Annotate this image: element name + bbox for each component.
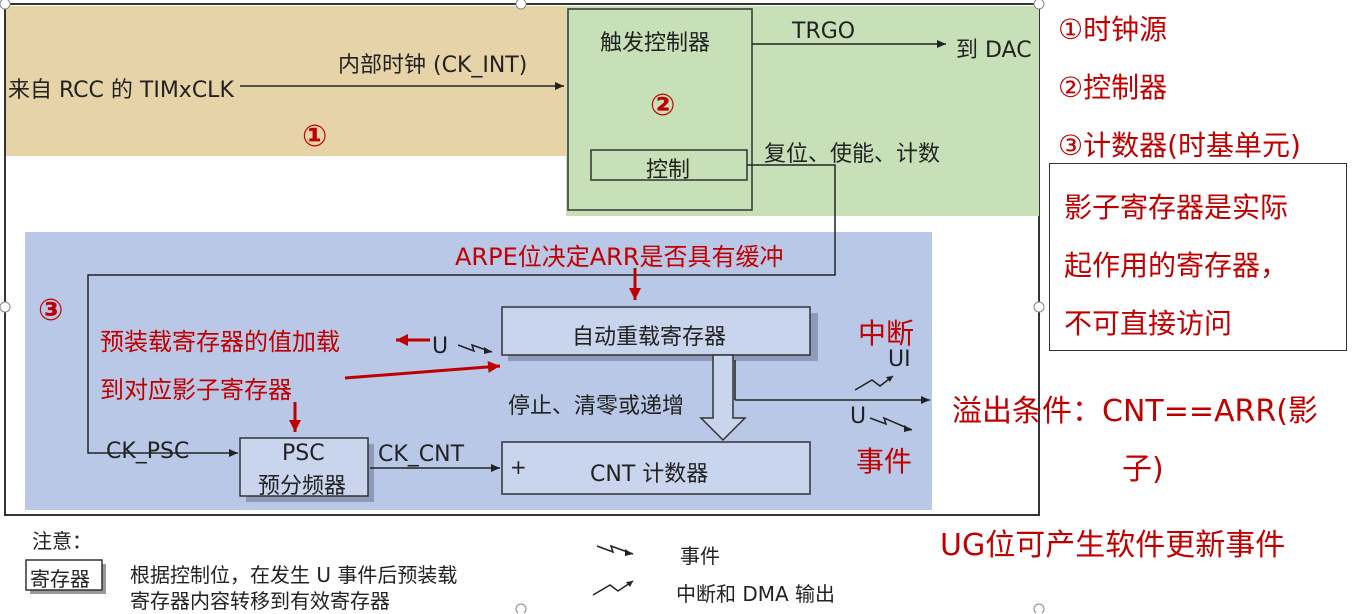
psc-box xyxy=(239,437,369,497)
clock-source-region xyxy=(6,6,568,156)
shadow-register-note: 影子寄存器是实际 起作用的寄存器， 不可直接访问 xyxy=(1049,163,1347,351)
control-wire xyxy=(87,164,836,457)
overflow-condition-line2: 子) xyxy=(1122,452,1164,487)
ui-label: UI xyxy=(888,347,911,372)
trgo-label: TRGO xyxy=(792,19,856,44)
region-3-number: ③ xyxy=(38,293,64,328)
legend-register-sample: 寄存器 xyxy=(30,567,90,591)
reset-enable-label: 复位、使能、计数 xyxy=(764,142,941,167)
preload-note-line2: 到对应影子寄存器 xyxy=(100,376,292,404)
event-label: 事件 xyxy=(856,445,913,478)
ck-psc-label: CK_PSC xyxy=(106,439,190,464)
side-note-controller: ②控制器 xyxy=(1058,71,1168,104)
legend-event-icon xyxy=(596,544,634,555)
arpe-note: ARPE位决定ARR是否具有缓冲 xyxy=(455,243,784,271)
clock-input-label: 来自 RCC 的 TIMxCLK xyxy=(8,78,234,103)
preload-note-line1: 预装载寄存器的值加载 xyxy=(100,328,340,356)
arr-box xyxy=(501,306,811,356)
cnt-plus: + xyxy=(510,455,527,479)
dac-label: 到 DAC xyxy=(956,38,1032,63)
region-1-number: ① xyxy=(302,119,328,154)
internal-clock-label: 内部时钟 (CK_INT) xyxy=(338,53,528,78)
overflow-condition-line1: 溢出条件：CNT==ARR(影 xyxy=(952,394,1318,429)
shadow-note-line1: 影子寄存器是实际 xyxy=(1064,191,1289,224)
shadow-arrow xyxy=(344,360,501,380)
legend-register-desc-1: 根据控制位，在发生 U 事件后预装载 xyxy=(130,563,458,587)
controller-region xyxy=(566,6,1039,216)
psc-box-line1: PSC xyxy=(282,441,325,466)
region-2-number: ② xyxy=(650,88,676,123)
trigger-controller-title: 触发控制器 xyxy=(600,31,711,56)
control-box-label: 控制 xyxy=(646,158,691,183)
interrupt-label: 中断 xyxy=(858,317,915,350)
shadow-note-line3: 不可直接访问 xyxy=(1064,307,1233,340)
psc-box-line2: 预分频器 xyxy=(258,474,347,499)
arr-box-label: 自动重载寄存器 xyxy=(572,325,727,350)
ug-note: UG位可产生软件更新事件 xyxy=(940,528,1286,563)
ck-cnt-label: CK_CNT xyxy=(378,442,465,467)
interrupt-arrow-icon xyxy=(854,375,894,391)
side-note-clock-source: ①时钟源 xyxy=(1058,13,1168,46)
u-event-icon xyxy=(457,343,493,353)
u-event-label: U xyxy=(432,334,449,359)
event-arrow-icon xyxy=(869,416,913,431)
cnt-box-label: CNT 计数器 xyxy=(590,462,709,487)
legend-register-box xyxy=(25,559,103,591)
legend-interrupt-label: 中断和 DMA 输出 xyxy=(676,582,836,606)
cnt-box xyxy=(501,441,811,495)
legend-register-desc-2: 寄存器内容转移到有效寄存器 xyxy=(130,589,390,613)
trigger-controller-box xyxy=(567,8,753,211)
legend-event-label: 事件 xyxy=(680,544,720,568)
side-note-counter: ③计数器(时基单元) xyxy=(1058,129,1301,162)
shadow-note-line2: 起作用的寄存器， xyxy=(1064,249,1289,282)
legend-title: 注意： xyxy=(32,529,92,553)
stop-clear-label: 停止、清零或递增 xyxy=(508,394,685,419)
legend-interrupt-icon xyxy=(592,580,634,596)
arr-to-cnt-arrow xyxy=(699,354,747,442)
u-out-label: U xyxy=(850,404,867,429)
